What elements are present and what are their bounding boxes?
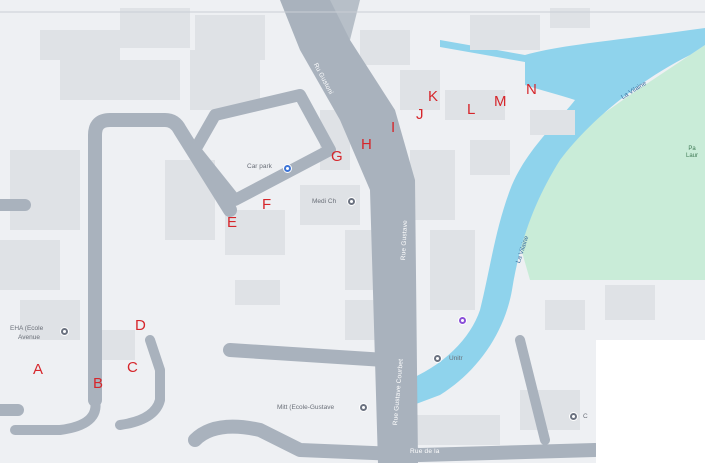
park-label: Pa Laur: [686, 146, 699, 159]
park-area: [520, 45, 705, 280]
marker-letter-a[interactable]: A: [33, 361, 44, 378]
medical-label: Medi Ch: [312, 198, 337, 205]
school-icon-2[interactable]: [359, 403, 368, 412]
bottom-right-label: C: [583, 413, 588, 420]
marker-letter-e[interactable]: E: [227, 214, 238, 231]
school-label: EHA (Ecole: [10, 325, 44, 332]
marker-letter-c[interactable]: C: [127, 359, 138, 376]
bottom-road-label: Rue de la: [410, 448, 440, 455]
place-icon[interactable]: [458, 316, 467, 325]
marker-letter-d[interactable]: D: [135, 317, 146, 334]
marker-letter-i[interactable]: I: [391, 119, 396, 136]
marker-letter-m[interactable]: M: [494, 93, 507, 110]
marker-letter-b[interactable]: B: [93, 375, 104, 392]
marker-letter-n[interactable]: N: [526, 81, 537, 98]
canal: [440, 40, 525, 62]
roads: [0, 89, 602, 462]
middle-school-label: Mitt (Ecole-Gustave: [277, 404, 335, 411]
shop-label: Unitr: [449, 355, 463, 362]
main-avenue: [280, 0, 418, 463]
car-park-icon[interactable]: [283, 164, 292, 173]
marker-letter-l[interactable]: L: [467, 101, 476, 118]
marker-letter-f[interactable]: F: [262, 196, 272, 213]
car-park-label: Car park: [247, 163, 272, 170]
marker-letter-h[interactable]: H: [361, 136, 372, 153]
school-label-2: Avenue: [18, 334, 40, 341]
marker-letter-k[interactable]: K: [428, 88, 439, 105]
medical-icon[interactable]: [347, 197, 356, 206]
blank-tile: [596, 340, 705, 463]
avenue-fork: [330, 0, 360, 40]
marker-letter-j[interactable]: J: [416, 106, 424, 123]
marker-letter-g[interactable]: G: [331, 148, 343, 165]
place-icon-2[interactable]: [569, 412, 578, 421]
shop-icon[interactable]: [433, 354, 442, 363]
river: [395, 28, 705, 410]
school-icon[interactable]: [60, 327, 69, 336]
